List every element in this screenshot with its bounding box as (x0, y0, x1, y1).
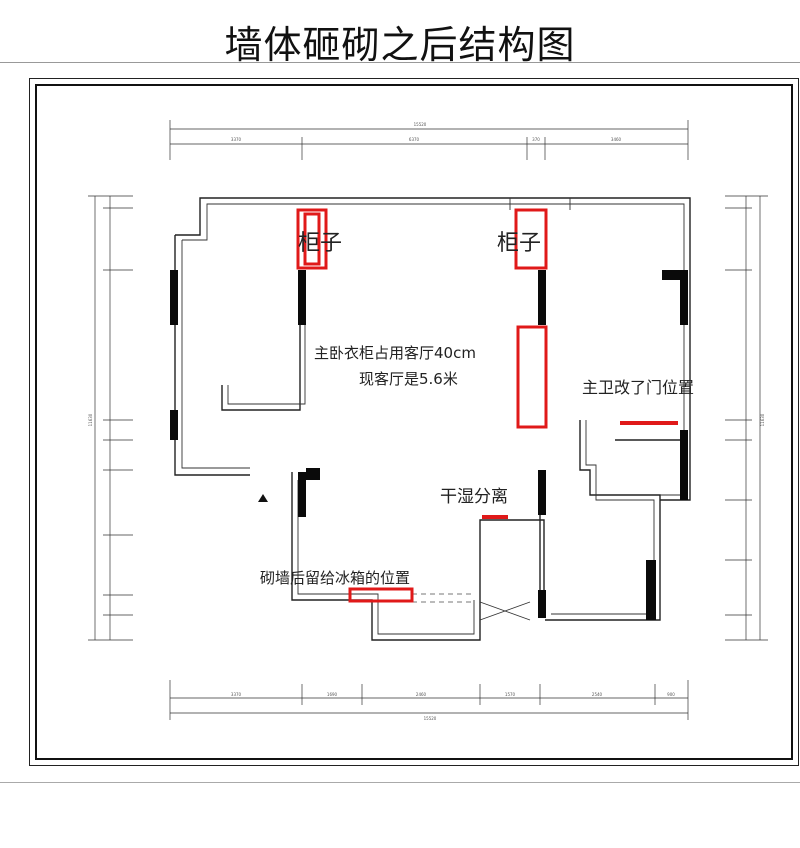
column-bath-right (646, 560, 656, 620)
bottom-dimension-2: 1690 (327, 692, 338, 697)
red-box-wardrobe (516, 325, 548, 429)
column-mid-left (298, 270, 306, 325)
top-dimension-1: 3370 (231, 137, 242, 142)
label-cabinet-left: 柜子 (298, 231, 342, 256)
column-kitchen (298, 472, 306, 517)
top-dimension-3: 370 (532, 137, 540, 142)
bottom-dimension-chain: 3370 1690 2460 1570 2540 900 15520 (169, 680, 689, 721)
left-dimension-chain: 11630 (88, 195, 133, 641)
column-dry-wet (538, 470, 546, 515)
balcony-cross-hatch (479, 601, 531, 621)
top-dimension-chain: 15520 3370 6370 370 3460 (169, 120, 689, 160)
column-right-top (662, 270, 688, 280)
label-bathroom-door: 主卫改了门位置 (582, 378, 694, 397)
red-annotations (296, 208, 678, 603)
bottom-dimension-3: 2460 (416, 692, 427, 697)
column-right-upper (680, 270, 688, 325)
bottom-total-dimension: 15520 (424, 716, 437, 721)
column-right-lower (680, 430, 688, 500)
bottom-dimension-4: 1570 (505, 692, 516, 697)
column-left-lower (170, 410, 178, 440)
drawing-frame-inner (35, 84, 793, 760)
top-total-dimension: 15520 (414, 122, 427, 127)
wall-outline (174, 197, 691, 641)
structural-columns (170, 270, 688, 620)
column-kitchen-cap (306, 468, 320, 480)
label-dry-wet: 干湿分离 (440, 487, 508, 507)
label-wardrobe-note-1: 主卧衣柜占用客厅40cm (314, 344, 476, 362)
page-title: 墙体砸砌之后结构图 (224, 23, 576, 67)
column-bath-bottom-left (538, 590, 546, 618)
label-wardrobe-note-2: 现客厅是5.6米 (359, 370, 458, 388)
column-mid-right (538, 270, 546, 325)
drawing-frame-outer (29, 78, 799, 766)
red-box-cabinet-right (514, 208, 548, 270)
red-box-fridge (348, 587, 414, 603)
label-fridge: 砌墙后留给冰箱的位置 (260, 569, 410, 587)
bottom-divider (0, 782, 800, 783)
top-dimension-2: 6370 (409, 137, 420, 142)
label-cabinet-right: 柜子 (497, 231, 541, 256)
bottom-dimension-1: 3370 (231, 692, 242, 697)
right-dimension-chain: 11630 (725, 195, 768, 641)
left-total-dimension: 11630 (88, 413, 93, 426)
right-total-dimension: 11630 (760, 413, 765, 426)
red-box-cabinet-left-inner (303, 212, 321, 266)
entrance-arrow-icon (258, 494, 268, 502)
bottom-dimension-5: 2540 (592, 692, 603, 697)
red-box-cabinet-left (296, 208, 328, 270)
column-left-upper (170, 270, 178, 325)
title-divider (0, 62, 800, 63)
top-dimension-4: 3460 (611, 137, 622, 142)
bottom-dimension-6: 900 (667, 692, 675, 697)
